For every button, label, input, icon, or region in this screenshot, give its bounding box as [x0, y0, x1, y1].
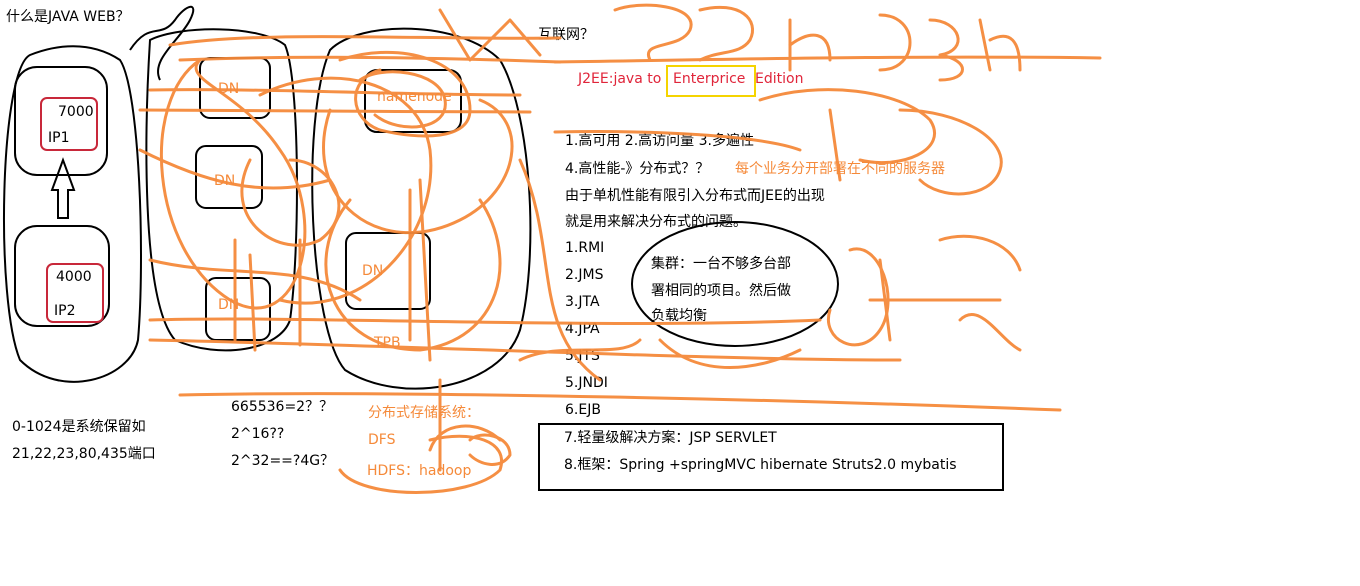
- solution-box: [538, 423, 1004, 491]
- list-line-11: 6.EJB: [565, 402, 601, 418]
- list-line-5: 1.RMI: [565, 240, 605, 256]
- note-left-1: 0-1024是系统保留如: [12, 419, 146, 435]
- ip1-label: IP1: [48, 130, 70, 146]
- cluster-note-1: 集群：一台不够多台部: [651, 256, 791, 272]
- note-mid-3: 2^32==?4G？: [231, 453, 335, 469]
- ip2-label: IP2: [54, 303, 76, 319]
- j2ee-highlight: Enterprice: [673, 71, 746, 87]
- list-line-8: 4.JPA: [565, 321, 600, 337]
- box-line-1: 7.轻量级解决方案：JSP SERVLET: [564, 430, 777, 446]
- note-left-2: 21,22,23,80,435端口: [12, 446, 156, 462]
- list-line-2: 4.高性能-》分布式？？: [565, 161, 710, 177]
- list-line-6: 2.JMS: [565, 267, 604, 283]
- j2ee-prefix: J2EE:java to: [578, 71, 662, 87]
- cluster-note-3: 负载均衡: [651, 308, 707, 324]
- j2ee-suffix: Edition: [755, 71, 804, 87]
- list-line-4: 就是用来解决分布式的问题。: [565, 214, 747, 230]
- storage-note-1: 分布式存储系统：: [368, 405, 480, 421]
- note-mid-2: 2^16??: [231, 426, 285, 442]
- box-line-2: 8.框架：Spring +springMVC hibernate Struts2…: [564, 457, 957, 473]
- list-line-1: 1.高可用 2.高访问量 3.多遍性: [565, 133, 754, 149]
- note-mid-1: 665536=2？？: [231, 399, 334, 415]
- list-line-7: 3.JTA: [565, 294, 600, 310]
- storage-note-2: DFS: [368, 432, 396, 448]
- list-line-3: 由于单机性能有限引入分布式而JEE的出现: [565, 188, 825, 204]
- storage-note-3: HDFS：hadoop: [367, 463, 472, 479]
- port-4000: 4000: [56, 269, 92, 285]
- page-title: 什么是JAVA WEB？: [6, 9, 130, 25]
- port-7000: 7000: [58, 104, 94, 120]
- cluster-note-2: 署相同的项目。然后做: [651, 283, 791, 299]
- distributed-note: 每个业务分开部署在不同的服务器: [735, 161, 945, 177]
